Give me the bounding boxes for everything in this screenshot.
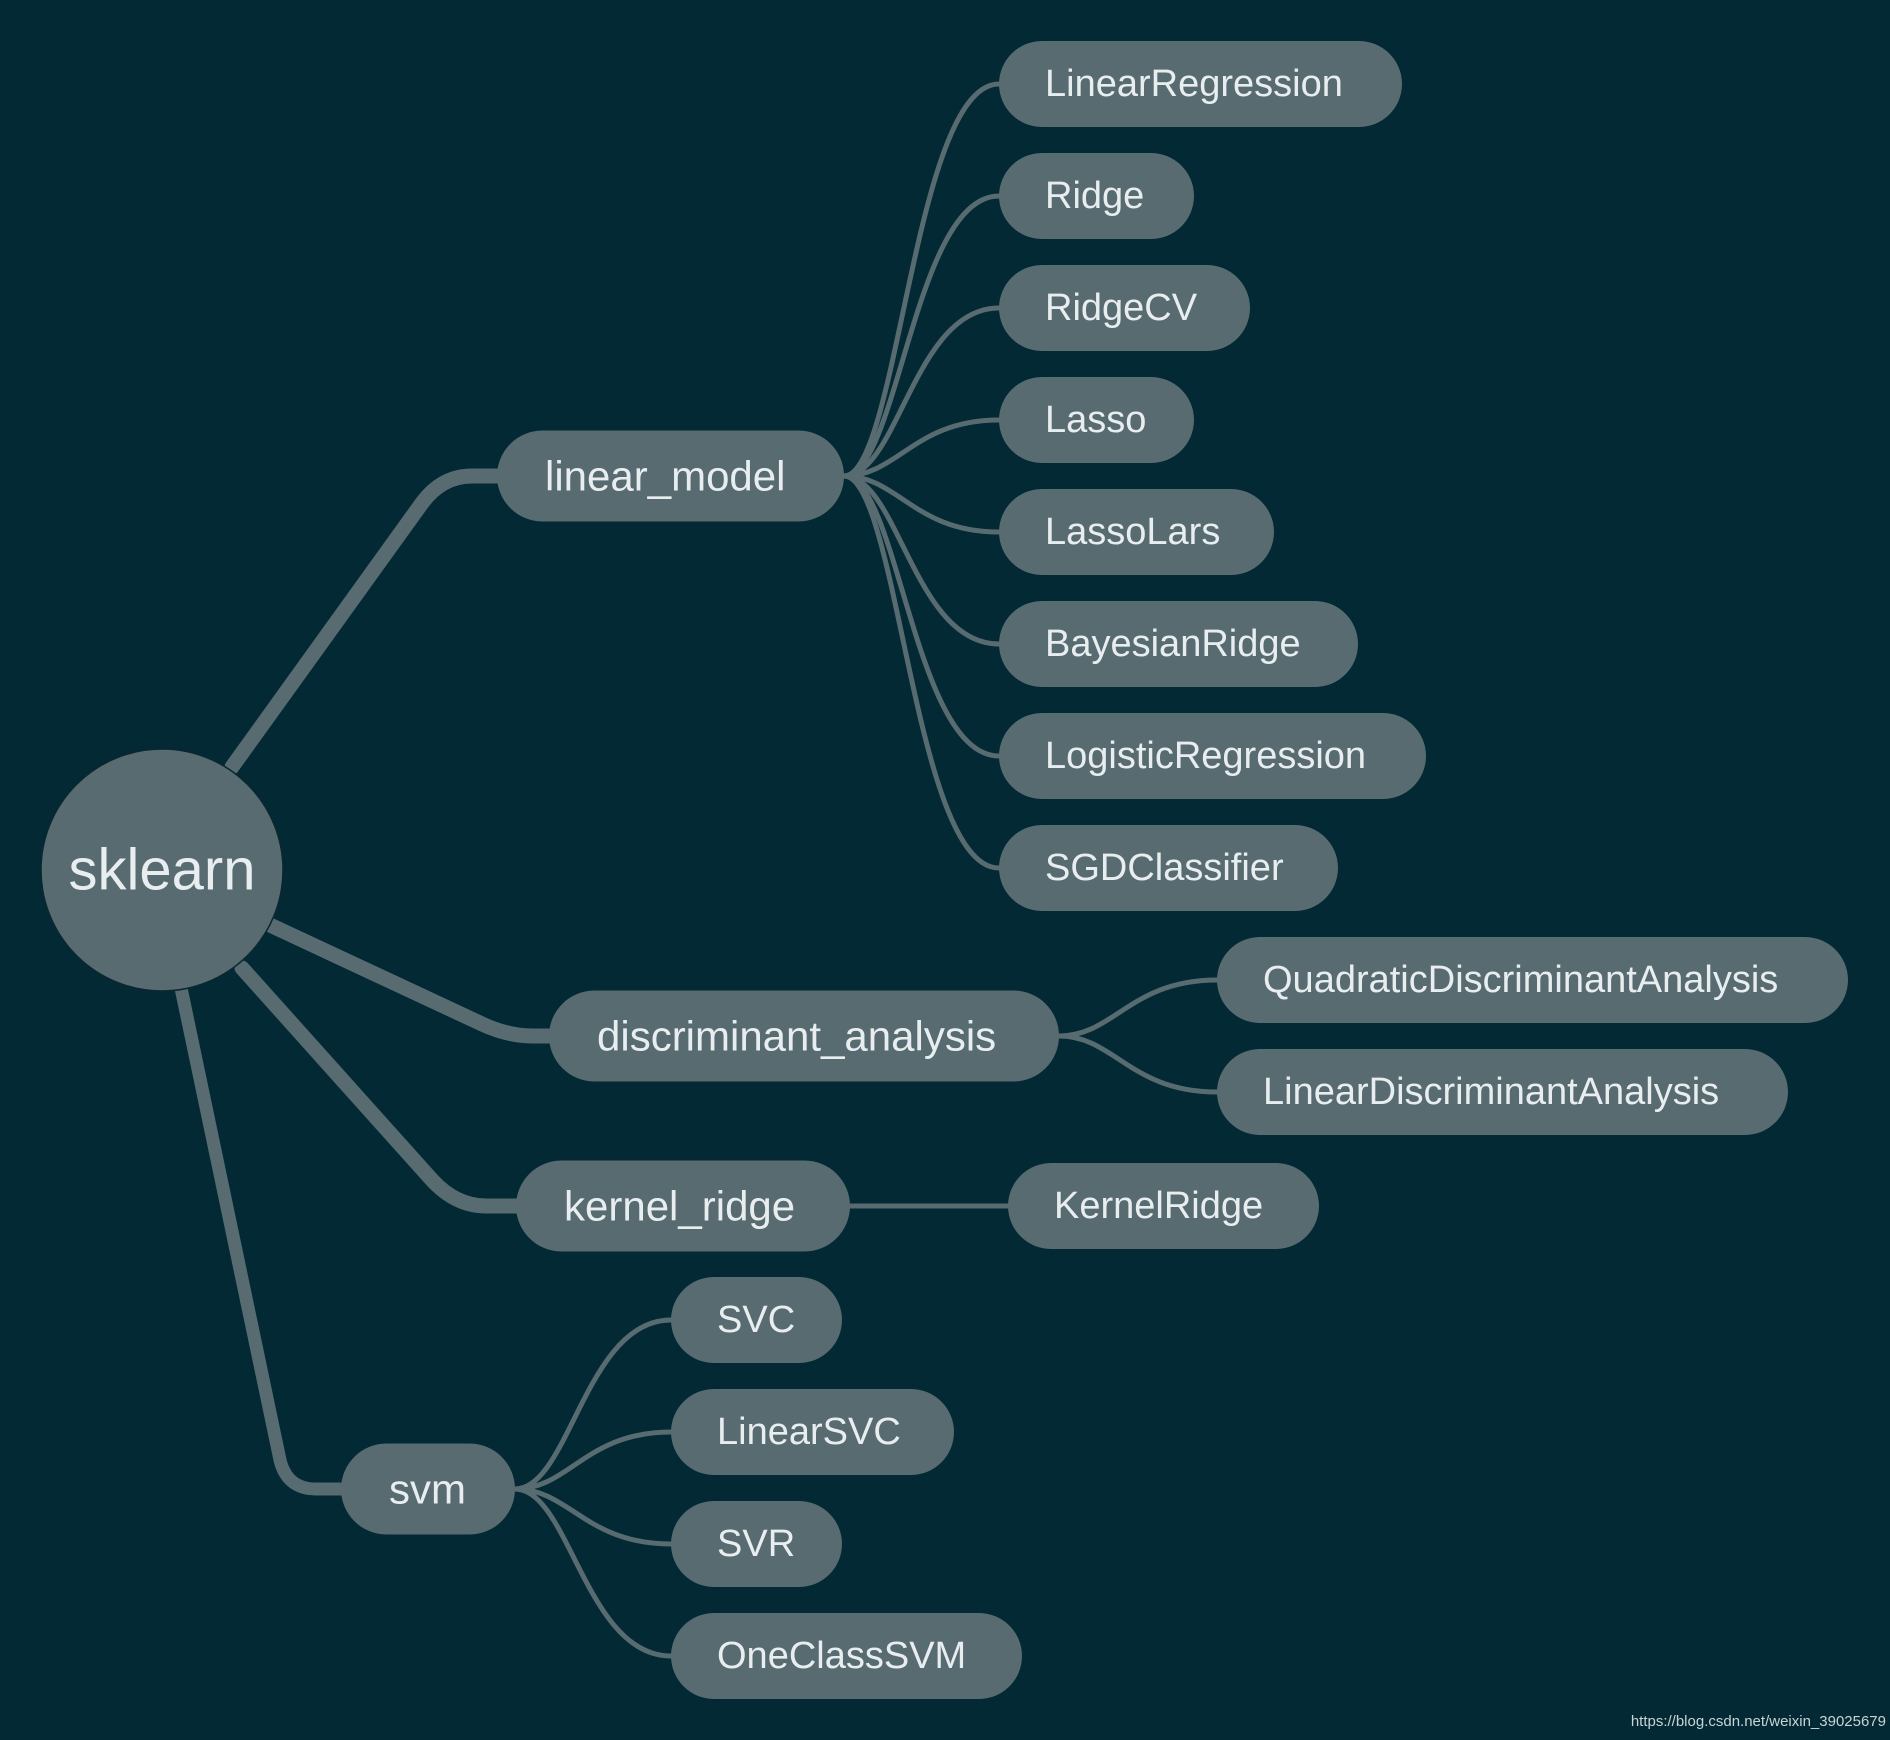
- leaf-node-svr-label: SVR: [717, 1523, 795, 1565]
- branch-node-svm-shape: [341, 1443, 515, 1535]
- leaf-node-linear-discriminant-analysis: LinearDiscriminantAnalysis: [1217, 1049, 1788, 1135]
- leaf-node-linear-svc: LinearSVC: [671, 1389, 954, 1475]
- root-node: sklearn: [40, 748, 284, 992]
- leaf-node-svc: SVC: [671, 1277, 842, 1363]
- leaf-node-linear-svc-label: LinearSVC: [717, 1411, 901, 1453]
- edges-layer: [174, 81, 1220, 1659]
- edge-root-to-svm: [174, 981, 348, 1496]
- edge-svm-to-svr: [512, 1486, 674, 1547]
- edge-root-to-kernel-ridge: [234, 960, 524, 1214]
- nodes-layer: sklearn linear_model LinearRegressionRidge…: [40, 41, 1848, 1699]
- leaf-node-svc-shape: [671, 1277, 842, 1363]
- leaf-node-ridge: Ridge: [999, 153, 1194, 239]
- edge-discriminant-analysis-to-linear-discriminant-analysis: [1056, 1033, 1220, 1095]
- branch-node-discriminant-analysis-label: discriminant_analysis: [597, 1013, 996, 1060]
- edge-linear-model-to-ridge-cv: [841, 305, 1002, 479]
- leaf-node-sgdclassifier: SGDClassifier: [999, 825, 1338, 911]
- leaf-node-sgdclassifier-label: SGDClassifier: [1045, 847, 1284, 889]
- leaf-node-linear-svc-shape: [671, 1389, 954, 1475]
- leaf-node-quadratic-discriminant-analysis-shape: [1217, 937, 1848, 1023]
- leaf-node-logistic-regression: LogisticRegression: [999, 713, 1426, 799]
- leaf-node-logistic-regression-label: LogisticRegression: [1045, 735, 1366, 777]
- leaf-node-kernel-ridge-label: KernelRidge: [1054, 1185, 1263, 1227]
- branch-node-discriminant-analysis: discriminant_analysis: [549, 990, 1059, 1082]
- edge-linear-model-to-lasso-lars: [841, 473, 1002, 535]
- leaf-node-linear-discriminant-analysis-label: LinearDiscriminantAnalysis: [1263, 1071, 1719, 1113]
- leaf-node-linear-regression-label: LinearRegression: [1045, 63, 1343, 105]
- branch-node-kernel-ridge: kernel_ridge: [516, 1160, 850, 1252]
- edge-linear-model-to-bayesian-ridge: [841, 473, 1002, 647]
- edge-svm-to-linear-svc: [512, 1429, 674, 1492]
- root-node-shape: [40, 748, 284, 992]
- branch-node-linear-model-label: linear_model: [545, 453, 785, 500]
- leaf-node-lasso-lars-label: LassoLars: [1045, 511, 1220, 553]
- leaf-node-one-class-svm-shape: [671, 1613, 1022, 1699]
- leaf-node-ridge-cv-shape: [999, 265, 1250, 351]
- leaf-node-ridge-shape: [999, 153, 1194, 239]
- leaf-node-one-class-svm-label: OneClassSVM: [717, 1635, 966, 1677]
- leaf-node-lasso-lars-shape: [999, 489, 1274, 575]
- edge-svm-to-svc: [512, 1317, 674, 1492]
- leaf-node-lasso-lars: LassoLars: [999, 489, 1274, 575]
- edge-linear-model-to-lasso: [841, 417, 1002, 479]
- branch-node-discriminant-analysis-shape: [549, 990, 1059, 1082]
- leaf-node-linear-regression-shape: [999, 41, 1402, 127]
- watermark-url: https://blog.csdn.net/weixin_39025679: [1630, 1713, 1886, 1730]
- leaf-node-quadratic-discriminant-analysis-label: QuadraticDiscriminantAnalysis: [1263, 959, 1778, 1001]
- branch-node-svm-label: svm: [389, 1466, 466, 1513]
- leaf-node-one-class-svm: OneClassSVM: [671, 1613, 1022, 1699]
- leaf-node-kernel-ridge-shape: [1008, 1163, 1319, 1249]
- edge-linear-model-to-sgdclassifier: [841, 473, 1002, 871]
- branch-node-svm: svm: [341, 1443, 515, 1535]
- leaf-node-linear-regression: LinearRegression: [999, 41, 1402, 127]
- leaf-node-bayesian-ridge: BayesianRidge: [999, 601, 1358, 687]
- leaf-node-svr: SVR: [671, 1501, 842, 1587]
- branch-node-kernel-ridge-label: kernel_ridge: [564, 1183, 795, 1230]
- leaf-node-lasso-label: Lasso: [1045, 399, 1146, 441]
- edge-root-to-linear-model: [224, 468, 505, 775]
- leaf-node-bayesian-ridge-shape: [999, 601, 1358, 687]
- leaf-node-linear-discriminant-analysis-shape: [1217, 1049, 1788, 1135]
- leaf-node-kernel-ridge: KernelRidge: [1008, 1163, 1319, 1249]
- edge-svm-to-one-class-svm: [512, 1486, 674, 1659]
- root-node-label: sklearn: [69, 838, 256, 903]
- edge-root-to-discriminant-analysis: [262, 917, 557, 1044]
- branch-node-kernel-ridge-shape: [516, 1160, 850, 1252]
- branch-node-linear-model-shape: [497, 430, 844, 522]
- branch-node-linear-model: linear_model: [497, 430, 844, 522]
- leaf-node-lasso: Lasso: [999, 377, 1194, 463]
- leaf-node-lasso-shape: [999, 377, 1194, 463]
- leaf-node-ridge-label: Ridge: [1045, 175, 1144, 217]
- leaf-node-quadratic-discriminant-analysis: QuadraticDiscriminantAnalysis: [1217, 937, 1848, 1023]
- edge-linear-model-to-ridge: [841, 193, 1002, 479]
- leaf-node-svr-shape: [671, 1501, 842, 1587]
- leaf-node-ridge-cv: RidgeCV: [999, 265, 1250, 351]
- edge-discriminant-analysis-to-quadratic-discriminant-analysis: [1056, 977, 1220, 1039]
- leaf-node-logistic-regression-shape: [999, 713, 1426, 799]
- leaf-node-bayesian-ridge-label: BayesianRidge: [1045, 623, 1301, 665]
- leaf-node-sgdclassifier-shape: [999, 825, 1338, 911]
- leaf-node-ridge-cv-label: RidgeCV: [1045, 287, 1198, 329]
- edge-linear-model-to-logistic-regression: [841, 473, 1002, 759]
- edge-linear-model-to-linear-regression: [841, 81, 1002, 479]
- leaf-node-svc-label: SVC: [717, 1299, 795, 1341]
